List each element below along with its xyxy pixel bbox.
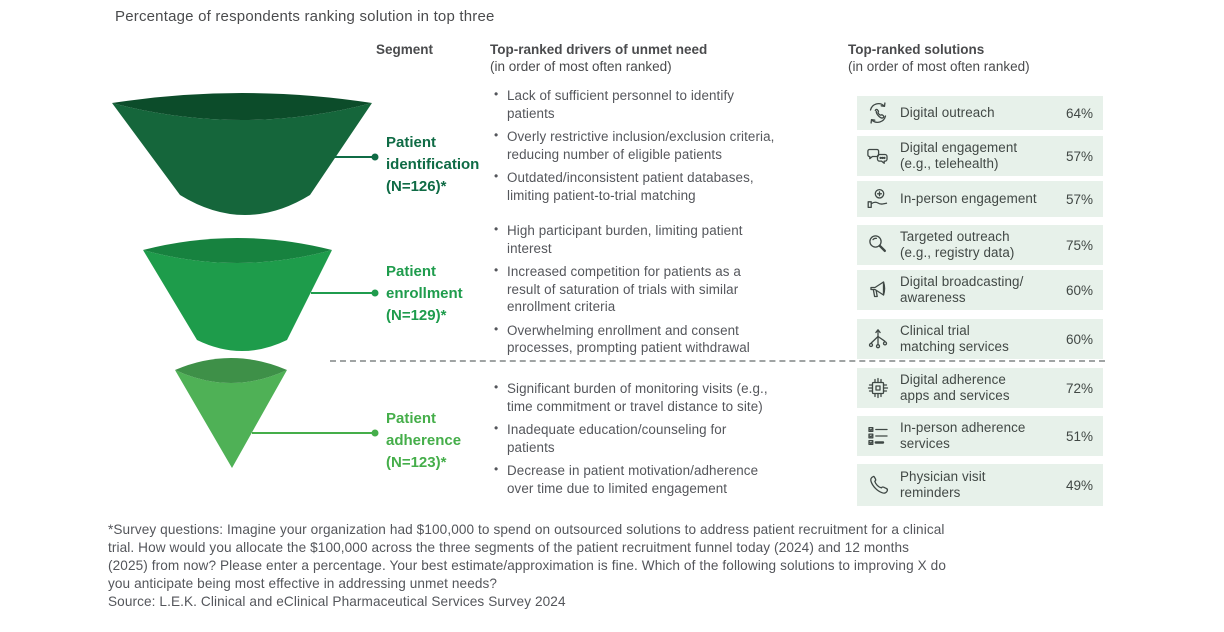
source-line: Source: L.E.K. Clinical and eClinical Ph…	[108, 594, 566, 609]
drivers-header-subtitle: (in order of most often ranked)	[490, 59, 672, 74]
solution-percentage: 75%	[1065, 237, 1093, 253]
callout-line-enrollment	[311, 289, 379, 297]
solution-row: Digital outreach 64%	[857, 96, 1103, 130]
driver-item: Outdated/inconsistent patient databases,…	[492, 168, 836, 204]
callout-line-adherence	[252, 429, 379, 437]
segment-label-adherence: Patient adherence (N=123)*	[386, 410, 462, 471]
solution-percentage: 57%	[1065, 148, 1093, 164]
solution-row: Targeted outreach(e.g., registry data) 7…	[857, 225, 1103, 265]
solution-percentage: 60%	[1065, 331, 1093, 347]
solution-percentage: 49%	[1065, 477, 1093, 493]
hand-medical-cross-icon	[863, 186, 893, 212]
funnel-segment-adherence	[175, 370, 287, 468]
segment-label-identification: Patient identification (N=126)*	[386, 134, 480, 195]
solution-row: Digital broadcasting/awareness 60%	[857, 270, 1103, 310]
driver-item: Lack of sufficient personnel to identify…	[492, 86, 836, 122]
funnel-segment-identification	[112, 103, 372, 215]
driver-item: Decrease in patient motivation/adherence…	[492, 461, 836, 497]
solution-percentage: 51%	[1065, 428, 1093, 444]
funnel-segment-identification-top	[112, 93, 372, 120]
driver-item: Increased competition for patients as ar…	[492, 262, 836, 316]
driver-item: High participant burden, limiting patien…	[492, 221, 836, 257]
footnote-line: *Survey questions: Imagine your organiza…	[108, 522, 945, 537]
magnifying-glass-icon	[863, 232, 893, 258]
phone-circular-arrows-icon	[863, 100, 893, 126]
megaphone-icon	[863, 277, 893, 303]
driver-item: Significant burden of monitoring visits …	[492, 379, 836, 415]
footnote-line: you anticipate being most effective in a…	[108, 576, 498, 591]
footnote-line: (2025) from now? Please enter a percenta…	[108, 558, 946, 573]
solutions-header-subtitle: (in order of most often ranked)	[848, 59, 1030, 74]
driver-item: Overwhelming enrollment and consentproce…	[492, 321, 836, 357]
circuit-chip-icon	[863, 375, 893, 401]
drivers-list-adherence: Significant burden of monitoring visits …	[492, 379, 836, 503]
funnel-graphic	[112, 93, 379, 468]
solution-row: Digital engagement(e.g., telehealth) 57%	[857, 136, 1103, 176]
solution-percentage: 57%	[1065, 191, 1093, 207]
funnel-section-divider	[330, 360, 1105, 362]
footnote-line: trial. How would you allocate the $100,0…	[108, 540, 910, 555]
footnote: *Survey questions: Imagine your organiza…	[108, 521, 1118, 611]
chart-title: Percentage of respondents ranking soluti…	[115, 8, 495, 25]
chat-bubbles-icon	[863, 143, 893, 169]
solutions-list: Digital outreach 64% Digital engagement(…	[857, 96, 1103, 506]
solutions-header-title: Top-ranked solutions	[848, 42, 985, 57]
solution-percentage: 64%	[1065, 105, 1093, 121]
drivers-column-header: Top-ranked drivers of unmet need (in ord…	[490, 41, 707, 75]
phone-handset-icon	[863, 472, 893, 498]
drivers-list-enrollment: High participant burden, limiting patien…	[492, 221, 836, 363]
funnel-segment-adherence-top	[175, 358, 287, 383]
solution-percentage: 72%	[1065, 380, 1093, 396]
segment-label-enrollment: Patient enrollment (N=129)*	[386, 263, 463, 324]
segment-column-header: Segment	[376, 42, 434, 57]
funnel-segment-enrollment-top	[143, 238, 332, 263]
network-branch-icon	[863, 326, 893, 352]
drivers-header-title: Top-ranked drivers of unmet need	[490, 42, 708, 57]
solutions-column-header: Top-ranked solutions (in order of most o…	[848, 41, 1030, 75]
driver-item: Inadequate education/counseling forpatie…	[492, 420, 836, 456]
solution-row: In-person engagement 57%	[857, 181, 1103, 217]
drivers-list-identification: Lack of sufficient personnel to identify…	[492, 86, 836, 210]
funnel-segment-enrollment	[143, 250, 332, 351]
driver-item: Overly restrictive inclusion/exclusion c…	[492, 127, 836, 163]
checklist-icon	[863, 423, 893, 449]
solution-percentage: 60%	[1065, 282, 1093, 298]
callout-line-identification	[335, 153, 379, 161]
